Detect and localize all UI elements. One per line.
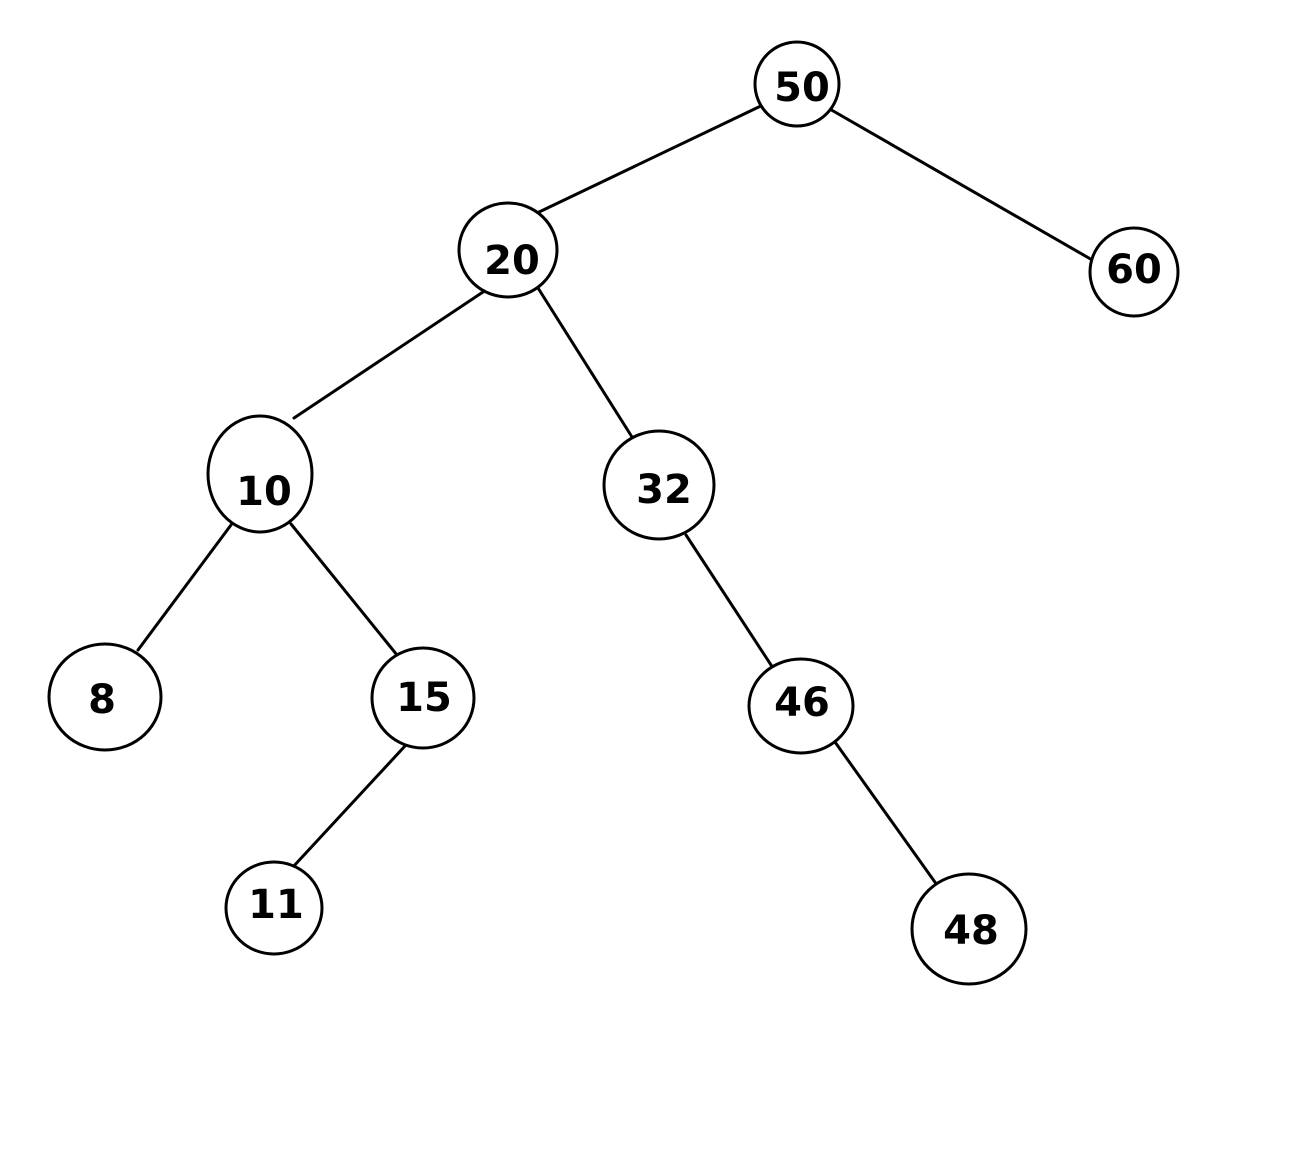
tree-node-50: 50 [753, 40, 841, 128]
edge-50-20 [535, 102, 767, 215]
node-label: 50 [774, 65, 830, 111]
edge-32-46 [684, 533, 775, 670]
node-label: 10 [236, 469, 292, 515]
node-circle [370, 646, 476, 750]
tree-node-60: 60 [1088, 226, 1180, 318]
tree-node-10: 10 [206, 414, 314, 534]
tree-node-32: 32 [602, 429, 716, 541]
edge-10-8 [136, 523, 233, 652]
tree-node-15: 15 [370, 646, 476, 750]
node-circle [47, 642, 163, 752]
node-label: 15 [396, 675, 452, 721]
node-label: 8 [88, 677, 116, 723]
node-circle [1088, 226, 1180, 318]
tree-node-20: 20 [457, 201, 559, 299]
node-label: 20 [484, 238, 540, 284]
node-circle [206, 414, 314, 534]
edge-20-32 [536, 286, 634, 439]
tree-node-46: 46 [747, 657, 855, 755]
node-circle [747, 657, 855, 755]
node-label: 32 [636, 467, 692, 513]
tree-edges [136, 102, 1096, 887]
node-circle [602, 429, 716, 541]
node-circle [224, 860, 324, 956]
edge-20-10 [292, 290, 485, 420]
edge-15-11 [290, 744, 407, 870]
node-label: 46 [774, 680, 830, 726]
tree-node-11: 11 [224, 860, 324, 956]
node-label: 60 [1106, 247, 1162, 293]
edge-50-60 [826, 106, 1096, 263]
tree-nodes: 50 20 60 10 32 8 15 46 [47, 40, 1180, 986]
tree-node-8: 8 [47, 642, 163, 752]
node-label: 48 [943, 908, 999, 954]
node-label: 11 [248, 882, 304, 928]
edge-10-15 [289, 522, 399, 657]
node-circle [753, 40, 841, 128]
node-circle [910, 872, 1028, 986]
tree-node-48: 48 [910, 872, 1028, 986]
edge-46-48 [833, 740, 939, 887]
node-circle [457, 201, 559, 299]
